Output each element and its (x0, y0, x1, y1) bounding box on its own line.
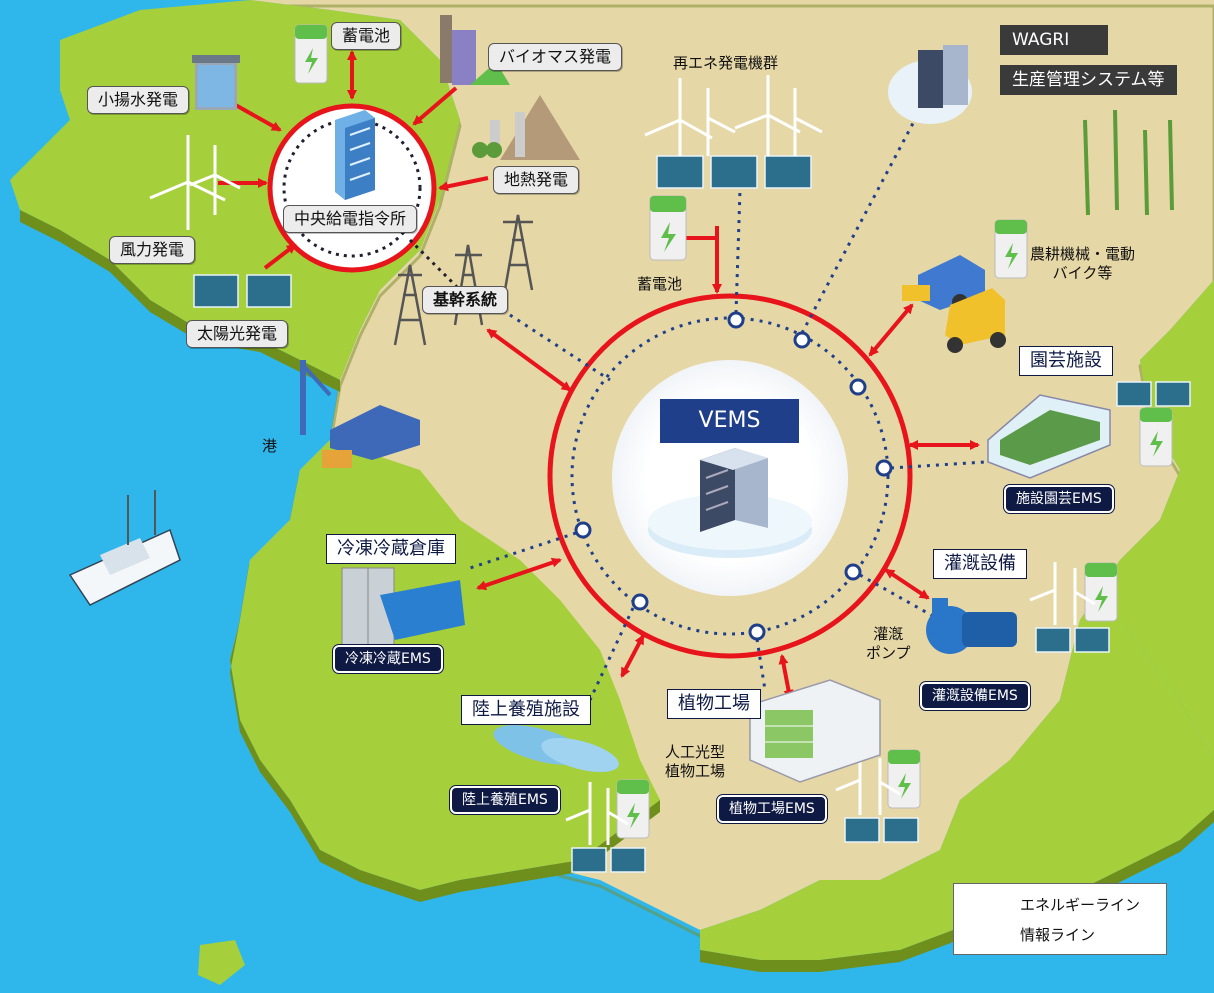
facility-irrigation: 灌漑設備 (933, 549, 1027, 579)
label-biomass: バイオマス発電 (488, 43, 623, 71)
plant-factory-icon (749, 679, 881, 783)
building-icon (335, 110, 375, 200)
server-icon (648, 448, 812, 558)
label-solar: 太陽光発電 (186, 320, 289, 348)
battery-icon-farm (994, 219, 1028, 279)
label-wagri: WAGRI (1000, 25, 1108, 55)
solar-panel-icons (193, 155, 1191, 873)
hydro-dam-icon (192, 55, 240, 110)
legend-energy-line: エネルギーライン (1020, 896, 1141, 914)
freezer-icon (341, 567, 465, 647)
battery-icon-plant (887, 749, 921, 809)
small-island (198, 940, 245, 985)
battery-icon-center (649, 195, 687, 261)
fish-icon (493, 725, 619, 773)
label-harbor: 港 (262, 437, 278, 455)
label-battery-top: 蓄電池 (331, 22, 402, 50)
legend-info-line: 情報ライン (1020, 926, 1096, 944)
sugarcane-icon (1083, 109, 1174, 216)
greenhouse-icon (987, 394, 1111, 479)
label-geothermal: 地熱発電 (493, 166, 580, 194)
wind-turbine-icons (149, 75, 1096, 845)
battery-icon-aquaculture (616, 779, 650, 839)
facility-plant-factory: 植物工場 (667, 689, 761, 719)
south-green-land (700, 620, 1214, 960)
vems-energy-ring (547, 293, 913, 659)
label-irrigation-pump: 灌漑 ポンプ (866, 625, 911, 662)
battery-icon-horticulture (1139, 407, 1173, 467)
ship-icon (68, 490, 181, 606)
label-renewable-group: 再エネ発電機群 (673, 54, 779, 72)
ems-cold-storage: 冷凍冷蔵EMS (333, 645, 443, 673)
vems-info-ring (570, 316, 890, 636)
ems-land-aquaculture: 陸上養殖EMS (450, 786, 560, 814)
legend: エネルギーライン 情報ライン (953, 883, 1167, 955)
label-trunk-grid: 基幹系統 (422, 286, 509, 314)
vems-title: VEMS (660, 399, 799, 443)
label-wind: 風力発電 (109, 236, 196, 264)
dispatch-info-ring (282, 118, 422, 258)
battery-icon-irrigation (1084, 562, 1118, 622)
ems-irrigation: 灌漑設備EMS (920, 682, 1030, 710)
label-production-mgmt: 生産管理システム等 (1000, 65, 1177, 95)
transmission-tower-icons (393, 214, 534, 346)
label-artificial-light-factory: 人工光型 植物工場 (665, 743, 726, 780)
battery-icon-top (294, 24, 328, 84)
facility-land-aquaculture: 陸上養殖施設 (461, 695, 591, 725)
harbor-icon (300, 360, 420, 468)
label-central-dispatch: 中央給電指令所 (283, 205, 418, 233)
biomass-plant-icon (440, 15, 510, 85)
ems-horticulture: 施設園芸EMS (1004, 485, 1114, 513)
info-nodes (574, 311, 893, 641)
label-small-hydro: 小揚水発電 (87, 86, 190, 114)
pump-icon (926, 598, 1017, 654)
geothermal-plant-icon (472, 95, 580, 160)
facility-cold-storage: 冷凍冷蔵倉庫 (326, 534, 456, 564)
label-battery-center: 蓄電池 (637, 275, 683, 293)
facility-horticulture: 園芸施設 (1019, 346, 1113, 376)
cloud-server-icon (888, 45, 972, 124)
label-farm-machinery: 農耕機械・電動 バイク等 (1030, 245, 1136, 282)
e-bike-icon (945, 288, 1006, 353)
ems-plant-factory: 植物工場EMS (717, 795, 827, 823)
